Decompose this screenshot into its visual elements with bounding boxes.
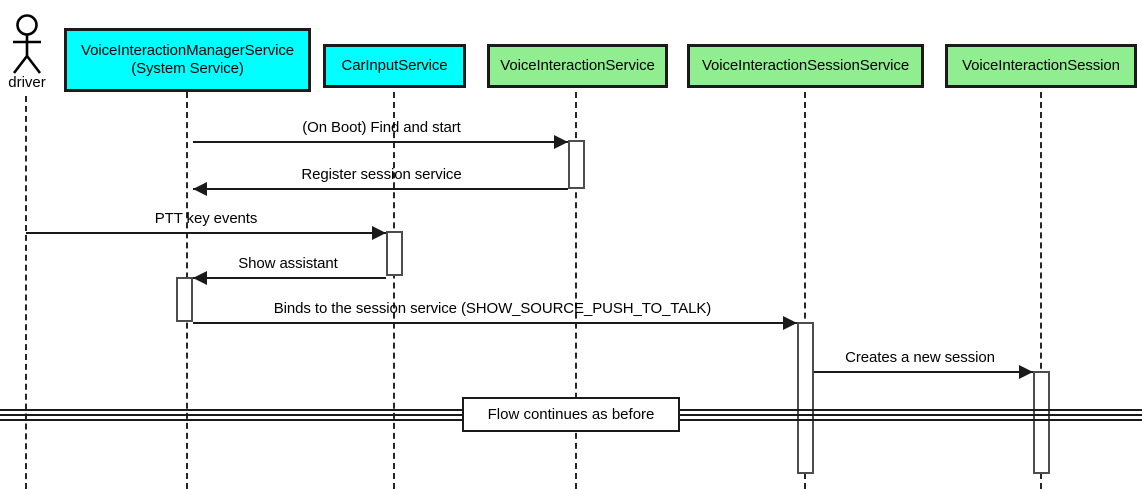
- lifeline-driver: [25, 96, 27, 489]
- activation-bar-vis: [568, 140, 585, 189]
- arrow-head-m1: [554, 135, 568, 149]
- participant-label: VoiceInteractionSessionService: [701, 57, 910, 75]
- participant-label-wrap: VoiceInteractionService: [500, 57, 655, 75]
- participant-label-wrap: VoiceInteractionSessionService: [702, 57, 909, 75]
- activation-bar-viss: [797, 322, 814, 474]
- participant-label: VoiceInteractionManagerService: [81, 42, 294, 60]
- activation-bar-vsess: [1033, 371, 1050, 474]
- stick-figure-actor-icon: [12, 14, 42, 74]
- divider-note-label: Flow continues as before: [487, 406, 655, 423]
- message-line-m2: [193, 188, 568, 190]
- message-label-m6: Creates a new session: [845, 349, 995, 366]
- arrow-head-m4: [193, 271, 207, 285]
- arrow-head-m5: [783, 316, 797, 330]
- arrow-head-m3: [372, 226, 386, 240]
- participant-label: VoiceInteractionService: [500, 57, 655, 75]
- participant-sublabel: (System Service): [131, 60, 244, 77]
- participant-box-vsess: VoiceInteractionSession: [945, 44, 1137, 88]
- message-line-m3: [26, 232, 386, 234]
- message-line-m4: [193, 277, 386, 279]
- message-line-m6: [814, 371, 1033, 373]
- actor-label: driver: [8, 74, 46, 91]
- participant-label-wrap: VoiceInteractionSession: [962, 57, 1120, 75]
- message-label-m5: Binds to the session service (SHOW_SOURC…: [273, 300, 712, 317]
- message-label-m4: Show assistant: [238, 255, 338, 272]
- message-label-m2: Register session service: [301, 166, 462, 183]
- message-line-m5: [193, 322, 797, 324]
- participant-label-wrap: VoiceInteractionManagerService(System Se…: [81, 42, 294, 77]
- participant-box-vims: VoiceInteractionManagerService(System Se…: [64, 28, 311, 92]
- divider-note-box: Flow continues as before: [462, 397, 680, 432]
- participant-box-cis: CarInputService: [323, 44, 466, 88]
- participant-box-vis: VoiceInteractionService: [487, 44, 668, 88]
- participant-box-viss: VoiceInteractionSessionService: [687, 44, 924, 88]
- message-line-m1: [193, 141, 568, 143]
- lifeline-vis: [575, 92, 577, 489]
- activation-bar-cis: [386, 231, 403, 276]
- participant-label: CarInputService: [341, 57, 448, 75]
- participant-label: VoiceInteractionSession: [962, 57, 1120, 75]
- message-label-m1: (On Boot) Find and start: [302, 119, 461, 136]
- arrow-head-m6: [1019, 365, 1033, 379]
- activation-bar-vims: [176, 277, 193, 322]
- lifeline-cis: [393, 92, 395, 489]
- actor-driver: [6, 14, 48, 76]
- arrow-head-m2: [193, 182, 207, 196]
- lifeline-vsess: [1040, 92, 1042, 489]
- participant-label-wrap: CarInputService: [341, 57, 447, 75]
- lifeline-viss: [804, 92, 806, 489]
- message-label-m3: PTT key events: [154, 210, 258, 227]
